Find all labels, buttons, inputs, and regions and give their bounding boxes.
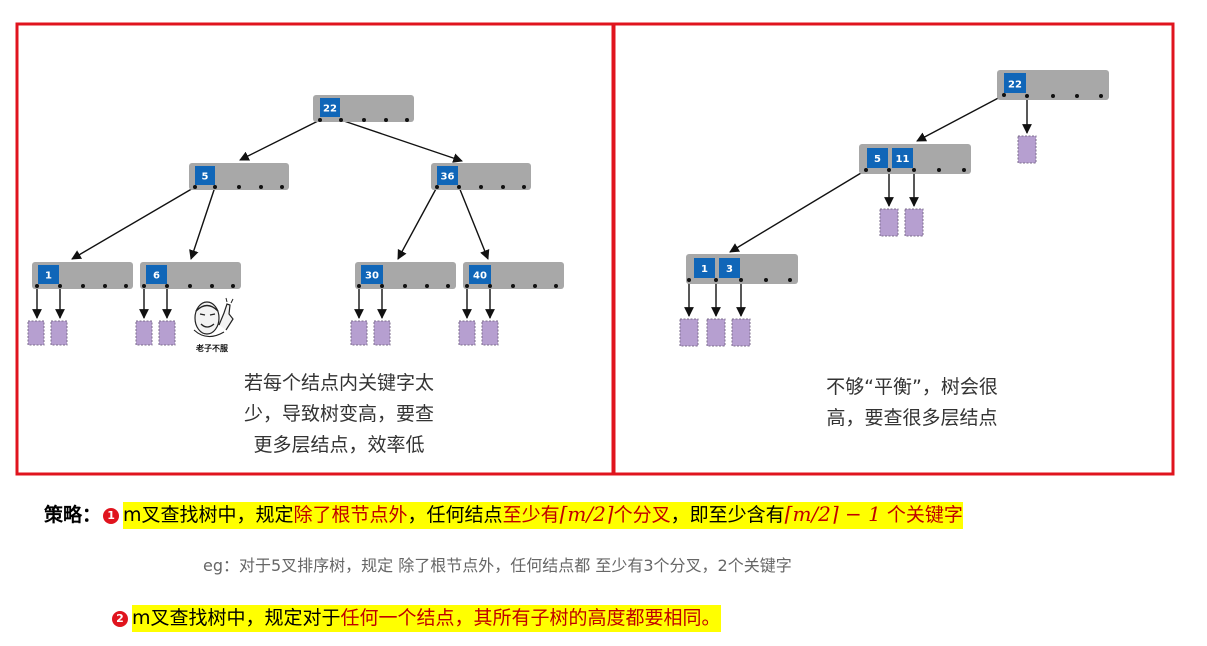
right-node-1-3: 1 3 bbox=[686, 254, 798, 284]
left-tree-edges bbox=[32, 119, 495, 319]
node-key: 36 bbox=[441, 172, 455, 183]
left-leaf-nodes bbox=[27, 320, 499, 346]
edge bbox=[397, 186, 438, 260]
rule-1-text-b: 除了根节点外 bbox=[293, 504, 408, 526]
left-node-30: 30 bbox=[355, 262, 456, 289]
rule-1-math-1: ⌈m/2⌉ bbox=[559, 502, 614, 526]
leaf-node bbox=[458, 320, 476, 346]
node-key: 1 bbox=[701, 264, 708, 275]
node-key: 1 bbox=[45, 271, 52, 282]
right-caption-line-1: 不够“平衡”，树会很 bbox=[826, 376, 998, 398]
right-panel-frame bbox=[612, 22, 1175, 476]
meme-caption: 老子不服 bbox=[195, 343, 229, 353]
node-key: 11 bbox=[896, 154, 910, 165]
right-tree-edges bbox=[684, 94, 1032, 317]
leaf-node bbox=[135, 320, 153, 346]
left-caption-line-1: 若每个结点内关键字太 bbox=[244, 372, 434, 394]
strategy-label: 策略： bbox=[44, 504, 102, 526]
left-node-5: 5 bbox=[189, 163, 289, 190]
node-key: 5 bbox=[202, 172, 209, 183]
right-leaf-nodes bbox=[679, 135, 1037, 347]
leaf-node bbox=[373, 320, 391, 346]
rule-1-math-2: ⌈m/2⌉ − 1 bbox=[784, 502, 881, 526]
rule-2-text-a: m叉查找树中，规定对于 bbox=[132, 607, 341, 629]
rule-1-text-g: 个关键字 bbox=[880, 504, 963, 526]
edge bbox=[340, 119, 463, 163]
leaf-node bbox=[679, 318, 699, 347]
rule-2-text-b: 任何一个结点，其所有子树的高度都要相同。 bbox=[340, 607, 721, 629]
right-node-5-11: 5 11 bbox=[859, 144, 971, 174]
edge bbox=[916, 94, 1005, 142]
left-node-40: 40 bbox=[463, 262, 564, 289]
rule-1-text-e: 个分叉 bbox=[613, 504, 671, 526]
strategy-example: eg：对于5叉排序树，规定 除了根节点外，任何结点都 至少有3个分叉，2个关键字 bbox=[203, 556, 792, 575]
node-key: 6 bbox=[153, 271, 160, 282]
rule-1-text-f: ，即至少含有 bbox=[670, 504, 785, 526]
rule-1-text-c: ，任何结点 bbox=[407, 504, 503, 526]
node-key: 22 bbox=[1008, 80, 1022, 91]
badge-1-icon: 1 bbox=[103, 508, 120, 524]
leaf-node bbox=[158, 320, 176, 346]
leaf-node bbox=[1017, 135, 1037, 164]
edge bbox=[239, 119, 321, 161]
left-node-36: 36 bbox=[431, 163, 531, 190]
leaf-node bbox=[731, 318, 751, 347]
rule-1-highlight: m叉查找树中，规定除了根节点外，任何结点至少有⌈m/2⌉个分叉，即至少含有⌈m/… bbox=[123, 502, 963, 529]
leaf-node bbox=[706, 318, 726, 347]
leaf-node bbox=[879, 208, 899, 237]
left-node-1: 1 bbox=[32, 262, 133, 289]
meme-face-icon bbox=[193, 297, 234, 338]
node-key: 30 bbox=[365, 271, 379, 282]
badge-2-icon: 2 bbox=[112, 611, 128, 627]
leaf-node bbox=[481, 320, 499, 346]
node-key: 5 bbox=[874, 154, 881, 165]
rule-1-text-d: 至少有 bbox=[502, 504, 560, 526]
edge bbox=[729, 169, 867, 253]
right-caption-line-2: 高，要查很多层结点 bbox=[826, 407, 997, 429]
leaf-node bbox=[27, 320, 45, 346]
left-caption-line-2: 少，导致树变高，要查 bbox=[244, 403, 434, 425]
left-root-node: 22 bbox=[313, 95, 414, 122]
rule-1-text-a: m叉查找树中，规定 bbox=[123, 504, 294, 526]
node-key: 40 bbox=[473, 271, 487, 282]
leaf-node bbox=[350, 320, 368, 346]
node-key: 3 bbox=[726, 264, 733, 275]
leaf-node bbox=[50, 320, 68, 346]
edge bbox=[458, 186, 490, 260]
edge bbox=[189, 186, 216, 260]
right-root-node: 22 bbox=[997, 70, 1109, 100]
rule-2-highlight: m叉查找树中，规定对于任何一个结点，其所有子树的高度都要相同。 bbox=[132, 605, 721, 632]
edge bbox=[71, 186, 196, 260]
left-node-6: 6 bbox=[140, 262, 241, 289]
left-caption-line-3: 更多层结点，效率低 bbox=[253, 434, 424, 456]
node-key: 22 bbox=[323, 104, 337, 115]
leaf-node bbox=[904, 208, 924, 237]
